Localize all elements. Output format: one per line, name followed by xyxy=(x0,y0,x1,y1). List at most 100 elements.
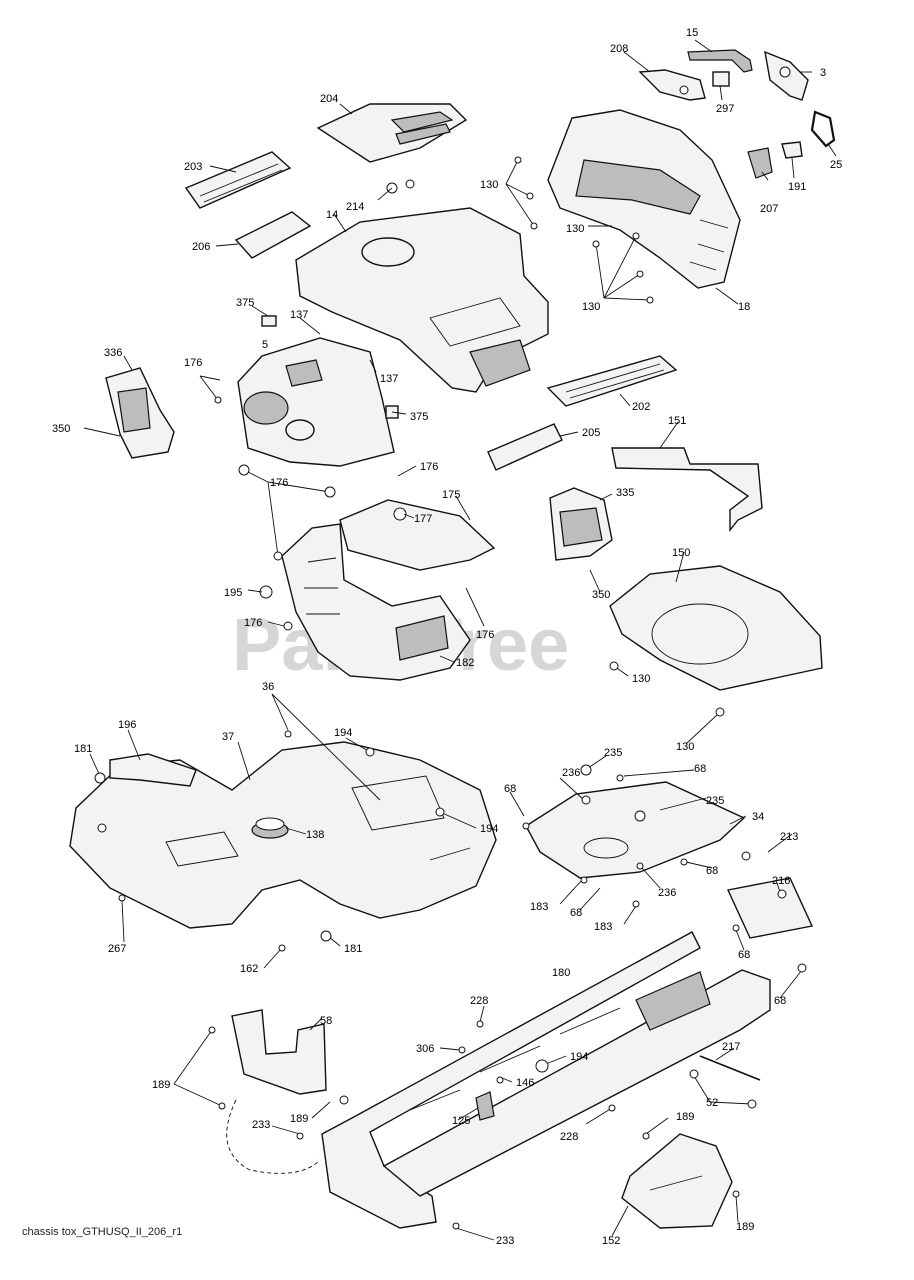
callout: 68 xyxy=(706,865,718,877)
part-panel-205 xyxy=(487,423,563,471)
wire-path xyxy=(226,1099,321,1174)
callout: 176 xyxy=(420,461,438,473)
callout: 130 xyxy=(480,179,498,191)
callout: 297 xyxy=(716,103,734,115)
callout: 306 xyxy=(416,1043,434,1055)
part-bracket-58 xyxy=(231,1009,327,1095)
part-plate-34 xyxy=(525,781,746,879)
callout: 205 xyxy=(582,427,600,439)
part-skid-150 xyxy=(609,565,823,691)
callout: 52 xyxy=(706,1097,718,1109)
part-bracket-335 xyxy=(549,487,613,561)
callout: 130 xyxy=(566,223,584,235)
callout: 15 xyxy=(686,27,698,39)
callout: 181 xyxy=(74,743,92,755)
callout: 203 xyxy=(184,161,202,173)
callout: 146 xyxy=(516,1077,534,1089)
callout: 18 xyxy=(738,301,750,313)
callout: 350 xyxy=(52,423,70,435)
callout: 3 xyxy=(820,67,826,79)
callout: 68 xyxy=(504,783,516,795)
callout: 336 xyxy=(104,347,122,359)
callout: 125 xyxy=(452,1115,470,1127)
callout: 217 xyxy=(722,1041,740,1053)
part-hood-14 xyxy=(295,207,549,393)
part-clip-297 xyxy=(712,71,730,87)
part-grille-206 xyxy=(234,211,312,259)
callout: 68 xyxy=(694,763,706,775)
part-bracket-151 xyxy=(611,447,763,532)
callout-labels: 15 208 3 297 25 191 207 204 203 214 14 2… xyxy=(52,27,842,1247)
callout: 176 xyxy=(244,617,262,629)
callout: 233 xyxy=(252,1119,270,1131)
callout: 194 xyxy=(480,823,498,835)
callout: 152 xyxy=(602,1235,620,1247)
part-grille-203 xyxy=(184,151,292,209)
part-bushing-138 xyxy=(255,817,285,831)
part-plug-191 xyxy=(781,141,803,159)
callout: 235 xyxy=(604,747,622,759)
part-switch-207 xyxy=(747,147,773,179)
callout: 375 xyxy=(410,411,428,423)
callout: 191 xyxy=(788,181,806,193)
callout: 189 xyxy=(290,1113,308,1125)
callout: 182 xyxy=(456,657,474,669)
callout: 130 xyxy=(676,741,694,753)
callout: 194 xyxy=(570,1051,588,1063)
callout: 34 xyxy=(752,811,764,823)
callout: 58 xyxy=(320,1015,332,1027)
leader-lines xyxy=(83,39,837,1241)
callout: 206 xyxy=(192,241,210,253)
part-cover-3 xyxy=(764,50,809,101)
part-seal-25 xyxy=(810,110,836,148)
callout: 202 xyxy=(632,401,650,413)
callout: 14 xyxy=(326,209,338,221)
callout: 189 xyxy=(676,1111,694,1123)
callout: 233 xyxy=(496,1235,514,1247)
callout: 189 xyxy=(736,1221,754,1233)
callout: 216 xyxy=(772,875,790,887)
callout: 183 xyxy=(530,901,548,913)
part-clip-375a xyxy=(261,315,277,327)
callout: 176 xyxy=(184,357,202,369)
callout: 181 xyxy=(344,943,362,955)
part-grille-insert-202 xyxy=(546,355,678,407)
part-fastener-214 xyxy=(386,179,415,194)
callout: 228 xyxy=(560,1131,578,1143)
part-trim-strip-15 xyxy=(687,49,753,73)
callout: 130 xyxy=(632,673,650,685)
callout: 189 xyxy=(152,1079,170,1091)
callout: 195 xyxy=(224,587,242,599)
callout: 162 xyxy=(240,963,258,975)
callout: 235 xyxy=(706,795,724,807)
callout: 177 xyxy=(414,513,432,525)
callout: 137 xyxy=(290,309,308,321)
part-panel-204 xyxy=(316,103,468,163)
callout: 137 xyxy=(380,373,398,385)
callout: 228 xyxy=(470,995,488,1007)
part-fender-336 xyxy=(105,367,175,459)
callout: 208 xyxy=(610,43,628,55)
callout: 5 xyxy=(262,339,268,351)
callout: 176 xyxy=(476,629,494,641)
callout: 175 xyxy=(442,489,460,501)
part-rod-217 xyxy=(699,1055,761,1081)
callout: 130 xyxy=(582,301,600,313)
callout: 150 xyxy=(672,547,690,559)
callout: 36 xyxy=(262,681,274,693)
part-dash-5 xyxy=(237,337,395,467)
callout: 267 xyxy=(108,943,126,955)
callout: 176 xyxy=(270,477,288,489)
callout: 196 xyxy=(118,719,136,731)
part-frame-180 xyxy=(321,931,771,1229)
part-bracket-216 xyxy=(726,877,814,939)
callout: 375 xyxy=(236,297,254,309)
part-front-grille-18 xyxy=(547,109,741,289)
callout: 68 xyxy=(738,949,750,961)
part-nut-177 xyxy=(393,507,407,521)
callout: 37 xyxy=(222,731,234,743)
part-plate-125 xyxy=(475,1091,495,1121)
callout: 151 xyxy=(668,415,686,427)
callout: 335 xyxy=(616,487,634,499)
